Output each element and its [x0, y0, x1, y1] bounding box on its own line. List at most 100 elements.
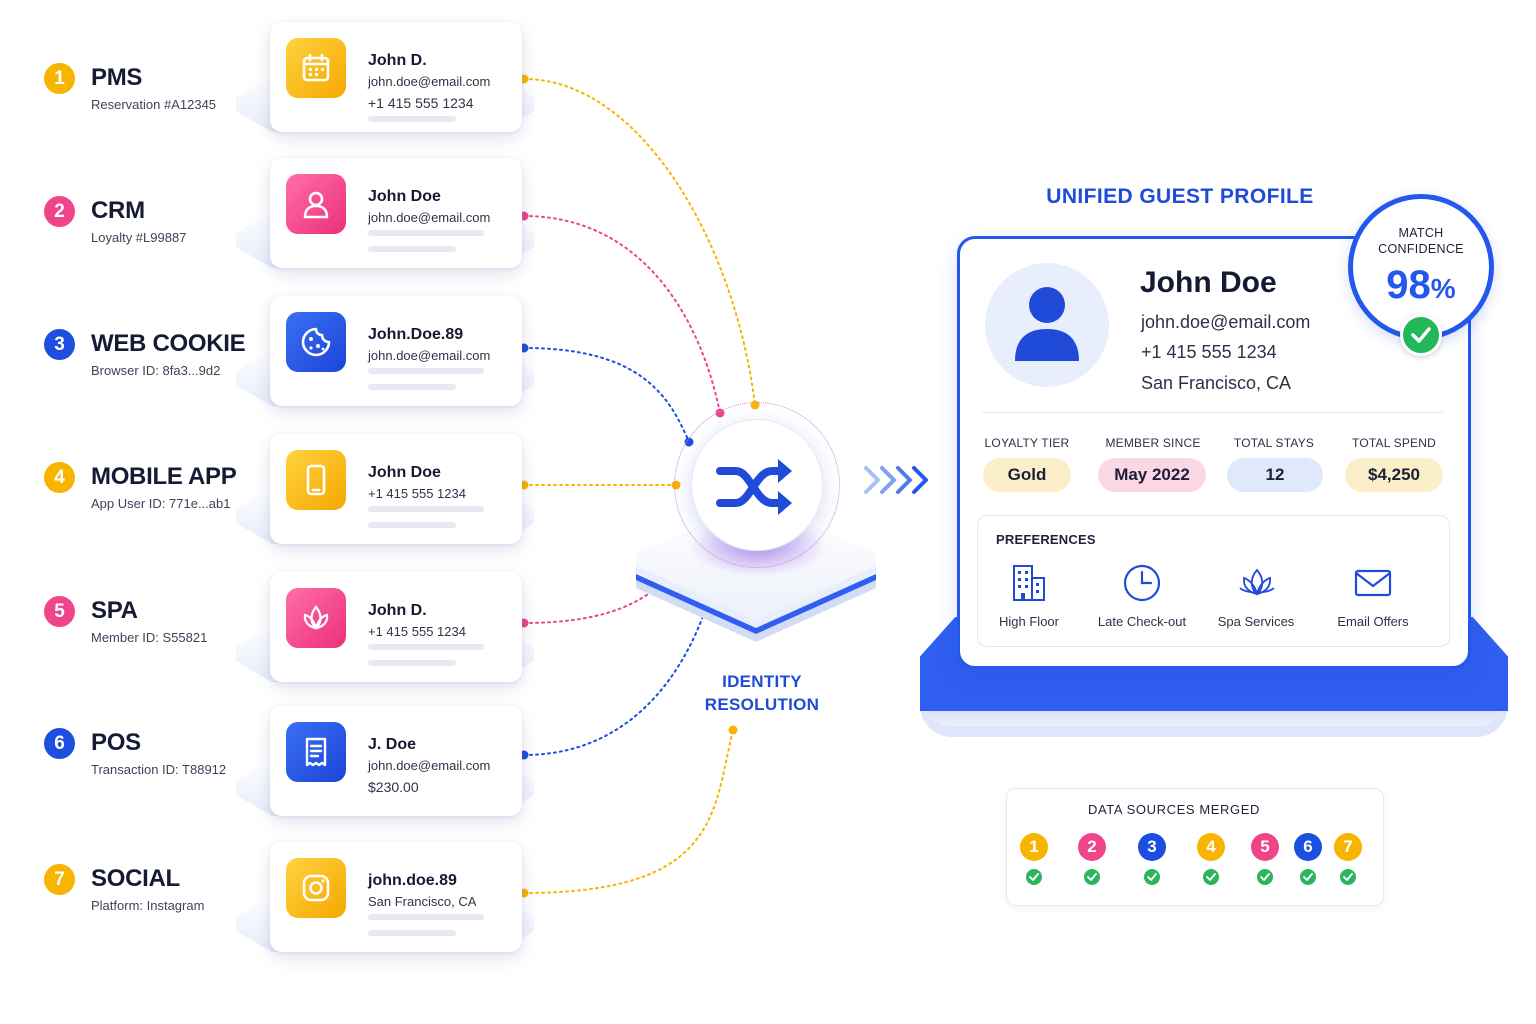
source-number-badge: 3	[44, 329, 75, 360]
match-confidence-value: 98%	[1353, 263, 1489, 308]
preference-late-checkout: Late Check-out	[1097, 614, 1187, 629]
source-identifier: Transaction ID: T88912	[91, 762, 227, 777]
smartphone-icon	[282, 450, 350, 524]
source-identifier: App User ID: 771e...ab1	[91, 496, 231, 511]
hub-title-line1: IDENTITY	[722, 672, 802, 691]
source-name: CRM	[91, 197, 145, 224]
merged-source-badge: 7	[1334, 833, 1362, 861]
calendar-icon	[282, 38, 350, 112]
source-name: PMS	[91, 64, 143, 91]
unified-profile-title: UNIFIED GUEST PROFILE	[1046, 185, 1314, 208]
record-name: J. Doe	[368, 736, 417, 753]
placeholder-bar	[368, 116, 456, 122]
merged-check-icon	[1084, 869, 1100, 885]
source-name: POS	[91, 729, 141, 756]
placeholder-bar	[368, 246, 456, 252]
preference-spa-services: Spa Services	[1217, 614, 1295, 629]
building-icon	[1013, 565, 1045, 601]
merged-check-icon	[1026, 869, 1042, 885]
confidence-label-line1: MATCH	[1398, 226, 1444, 240]
placeholder-bar	[368, 522, 456, 528]
stat-value-pill: $4,250	[1345, 458, 1443, 492]
avatar	[985, 263, 1109, 387]
hub-title: IDENTITY RESOLUTION	[676, 670, 848, 716]
placeholder-bar	[368, 368, 484, 374]
source-identifier: Reservation #A12345	[91, 97, 217, 112]
merged-check-icon	[1144, 869, 1160, 885]
merged-check-icon	[1340, 869, 1356, 885]
source-record-card-spa: John D.+1 415 555 1234	[236, 564, 536, 692]
merged-source-badge: 2	[1078, 833, 1106, 861]
record-card: John D.+1 415 555 1234	[270, 572, 522, 682]
user-icon	[282, 174, 350, 248]
cookie-icon	[282, 312, 350, 386]
placeholder-bar	[368, 644, 484, 650]
preference-email-offers: Email Offers	[1337, 614, 1409, 629]
merged-source-badge: 1	[1020, 833, 1048, 861]
record-detail: john.doe@email.com	[368, 74, 491, 89]
connector-dot	[728, 725, 738, 735]
guest-email: john.doe@email.com	[1141, 312, 1311, 332]
source-identifier: Browser ID: 8fa3...9d2	[91, 363, 221, 378]
verified-check-icon	[1400, 314, 1442, 356]
match-confidence-badge: MATCH CONFIDENCE 98%	[1348, 194, 1494, 340]
record-detail: john.doe@email.com	[368, 210, 491, 225]
stat-label: LOYALTY TIER	[984, 436, 1070, 450]
confidence-label-line2: CONFIDENCE	[1378, 242, 1464, 256]
connector-line	[523, 215, 721, 414]
merged-check-icon	[1300, 869, 1316, 885]
shuffle-icon	[716, 459, 792, 515]
placeholder-bar	[368, 914, 484, 920]
envelope-icon	[1354, 569, 1392, 597]
source-number-badge: 5	[44, 596, 75, 627]
hub-title-line2: RESOLUTION	[704, 695, 820, 714]
match-confidence-label: MATCH CONFIDENCE	[1353, 225, 1489, 257]
merged-check-icon	[1257, 869, 1273, 885]
confidence-unit: %	[1430, 273, 1456, 304]
source-identifier: Loyalty #L99887	[91, 230, 187, 245]
placeholder-bar	[368, 506, 484, 512]
preferences-title: PREFERENCES	[996, 532, 1096, 547]
source-name: WEB COOKIE	[91, 330, 246, 357]
flow-arrows-icon	[864, 466, 928, 494]
stat-value-pill: May 2022	[1098, 458, 1206, 492]
connector-line	[523, 78, 756, 406]
source-identifier: Platform: Instagram	[91, 898, 205, 913]
record-name: John Doe	[368, 464, 441, 481]
connector-line	[523, 347, 690, 443]
record-card: John Doe john.doe@email.com	[270, 158, 522, 268]
stat-label: MEMBER SINCE	[1105, 436, 1201, 450]
record-detail-extra: $230.00	[368, 779, 419, 795]
guest-name: John Doe	[1140, 266, 1277, 299]
merged-source-badge: 6	[1294, 833, 1322, 861]
record-card: John D.john.doe@email.com+1 415 555 1234	[270, 22, 522, 132]
record-name: john.doe.89	[368, 872, 457, 889]
hub-ring	[674, 402, 840, 568]
record-name: John D.	[368, 602, 427, 619]
lotus-icon	[282, 588, 350, 662]
source-number-badge: 4	[44, 462, 75, 493]
source-number-badge: 7	[44, 864, 75, 895]
merged-source-badge: 3	[1138, 833, 1166, 861]
placeholder-bar	[368, 384, 456, 390]
source-number-badge: 2	[44, 196, 75, 227]
guest-location: San Francisco, CA	[1141, 373, 1292, 393]
merged-source-badge: 5	[1251, 833, 1279, 861]
lotus-icon	[1239, 568, 1275, 596]
connector-line	[523, 729, 734, 894]
person-icon	[1015, 287, 1079, 361]
merged-source-badge: 4	[1197, 833, 1225, 861]
record-name: John D.	[368, 52, 427, 69]
source-name: MOBILE APP	[91, 463, 237, 490]
preferences-panel	[977, 515, 1450, 647]
record-name: John Doe	[368, 188, 441, 205]
confidence-number: 98	[1386, 263, 1431, 307]
record-card: John Doe+1 415 555 1234	[270, 434, 522, 544]
placeholder-bar	[368, 230, 484, 236]
source-number-badge: 1	[44, 63, 75, 94]
placeholder-bar	[368, 930, 456, 936]
